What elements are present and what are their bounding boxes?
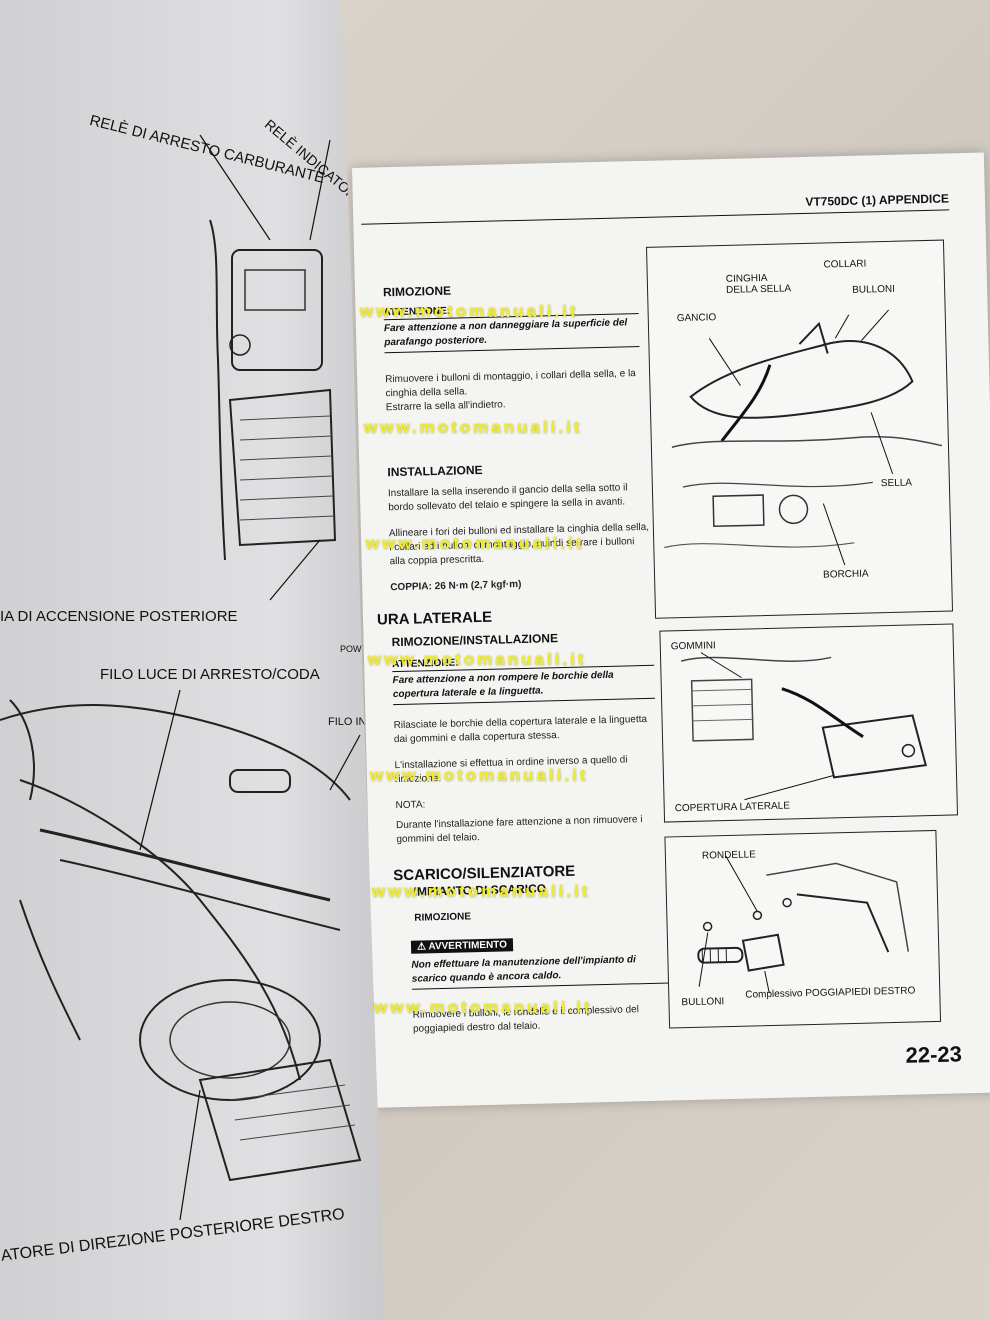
paragraph: Installare la sella inserendo il gancio … [387, 482, 628, 514]
note-label: NOTA: [395, 799, 426, 812]
label-borchia: BORCHIA [822, 568, 869, 581]
figure-sella: CINGHIA DELLA SELLA COLLARI BULLONI GANC… [646, 239, 954, 619]
warning-badge: ⚠ AVVERTIMENTO [410, 938, 514, 954]
wiring-diagram [0, 134, 362, 1221]
figure-copertura: GOMMINI COPERTURA LATERALE [659, 623, 958, 823]
label-collari: COLLARI [823, 258, 867, 271]
paragraph: Rilasciate le borchie della copertura la… [393, 713, 648, 746]
section-title-rimozione: RIMOZIONE [382, 283, 452, 300]
section-title-copertura: URA LATERALE [376, 608, 493, 629]
torque-spec: COPPIA: 26 N·m (2,7 kgf·m) [390, 578, 522, 594]
label-gancio: GANCIO [676, 312, 717, 325]
watermark: www.motomanuali.it [368, 650, 587, 669]
label-rondelle: RONDELLE [701, 849, 756, 862]
watermark: www.motomanuali.it [370, 766, 589, 785]
label-filo-luce: FILO LUCE DI ARRESTO/CODA [100, 666, 320, 683]
section-title-scarico: SCARICO/SILENZIATORE [393, 862, 576, 885]
watermark: www.motomanuali.it [360, 302, 579, 321]
label-bulloni: BULLONI [852, 283, 896, 296]
subsection-title: RIMOZIONE [414, 911, 472, 924]
seat-diagram [664, 309, 943, 566]
figure-poggiapiedi: RONDELLE BULLONI Complessivo POGGIAPIEDI… [664, 829, 942, 1029]
label-cinghia: CINGHIA DELLA SELLA [725, 272, 792, 296]
label-bulloni: BULLONI [681, 996, 725, 1009]
watermark: www.motomanuali.it [366, 534, 585, 553]
attention-text: Fare attenzione a non rompere le borchie… [392, 664, 656, 706]
watermark: www.motomanuali.it [374, 998, 593, 1017]
footpeg-diagram [697, 855, 910, 994]
warning-text: Non effettuare la manutenzione dell'impi… [411, 950, 671, 990]
watermark: www.motomanuali.it [364, 418, 583, 437]
warning-label: AVVERTIMENTO [428, 939, 508, 953]
note-text: Durante l'installazione fare attenzione … [395, 814, 643, 846]
label-sella: SELLA [880, 477, 913, 490]
page-number: 22-23 [905, 1041, 963, 1068]
left-page: RELÈ DI ARRESTO CARBURANTE RELÈ INDICATO… [0, 0, 385, 1320]
section-title-installazione: INSTALLAZIONE [387, 462, 483, 480]
label-powr: POWR [340, 644, 368, 654]
label-bobina: IA DI ACCENSIONE POSTERIORE [0, 608, 238, 625]
side-cover-diagram [680, 652, 928, 801]
label-gommini: GOMMINI [670, 640, 716, 653]
watermark: www.motomanuali.it [372, 882, 591, 901]
subsection-title: RIMOZIONE/INSTALLAZIONE [391, 631, 559, 650]
right-page: VT750DC (1) APPENDICE RIMOZIONE ATTENZIO… [352, 152, 990, 1108]
